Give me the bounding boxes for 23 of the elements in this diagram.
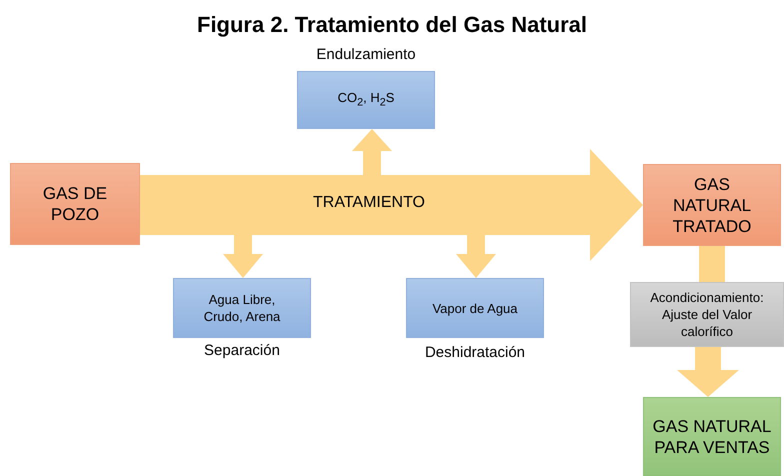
node-label: CO$_{2}$, H$_{2}$S <box>336 88 396 110</box>
node-label: Agua Libre, Crudo, Arena <box>202 291 282 325</box>
node-label: GAS DE POZO <box>42 183 108 225</box>
diagram-title: Figura 2. Tratamiento del Gas Natural <box>196 12 588 38</box>
source-box <box>10 163 140 245</box>
product-box <box>643 164 781 246</box>
node-label: GAS NATURAL PARA VENTAS <box>652 416 772 458</box>
block-arrow <box>677 347 739 397</box>
product-box <box>643 397 781 476</box>
block-arrow <box>140 149 643 261</box>
process-box <box>406 278 544 338</box>
node-label: Acondicionamiento: Ajuste del Valor calorífico <box>649 289 765 340</box>
step-caption: Deshidratación <box>424 344 526 361</box>
process-box <box>173 278 311 338</box>
block-arrow <box>352 129 392 175</box>
step-caption: Endulzamiento <box>315 46 417 63</box>
step-caption: Separación <box>203 342 281 359</box>
block-arrow <box>223 233 263 278</box>
process-box <box>297 71 435 129</box>
process-box <box>630 282 784 347</box>
block-arrow <box>456 233 496 278</box>
node-label: Vapor de Agua <box>431 300 519 316</box>
node-label: GAS NATURAL TRATADO <box>672 174 752 236</box>
